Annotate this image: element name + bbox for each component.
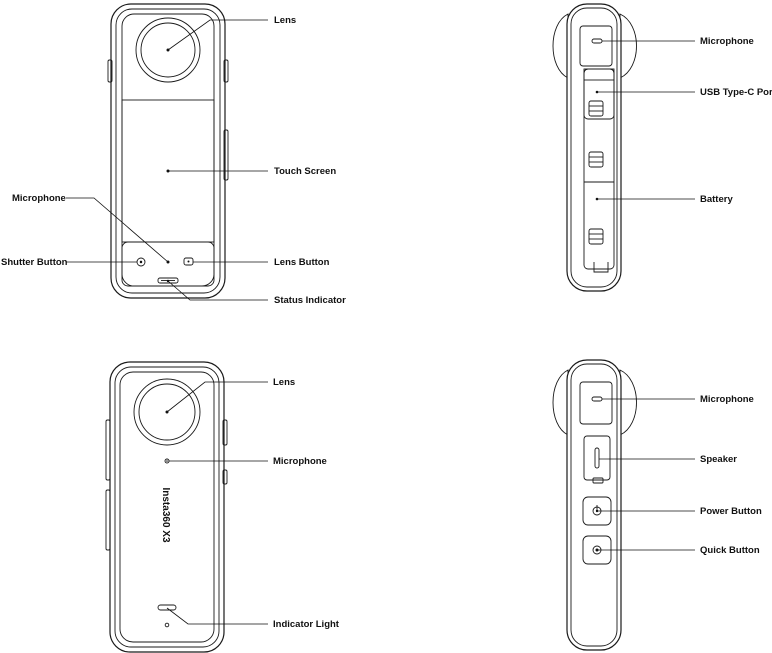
front-label-shutter-button: Shutter Button <box>1 257 68 268</box>
left-side-speaker <box>594 447 600 469</box>
front-label-lens: Lens <box>274 15 296 26</box>
front-label-touch-screen: Touch Screen <box>274 166 336 177</box>
back-view: Insta360 X3 Lens Microphone Indicator Li… <box>105 361 340 653</box>
back-brand-text: Insta360 X3 <box>160 487 171 542</box>
front-view: Lens Touch Screen Microphone Shutter But… <box>1 3 346 306</box>
front-lens-glass <box>140 22 196 78</box>
back-label-lens: Lens <box>273 377 295 388</box>
right-side-battery-latch-bottom[interactable] <box>588 228 604 245</box>
left-side-microphone <box>591 396 603 402</box>
left-side-label-microphone: Microphone <box>700 394 754 405</box>
back-label-microphone: Microphone <box>273 456 327 467</box>
right-side-microphone <box>591 38 603 44</box>
front-lens-ring <box>135 17 201 83</box>
right-side-lens-bulge-left <box>552 13 569 79</box>
back-lens-glass <box>138 383 196 441</box>
left-side-view: Microphone Speaker Power Button Quick Bu… <box>552 359 762 651</box>
right-side-label-battery: Battery <box>700 194 733 205</box>
front-label-microphone: Microphone <box>12 193 66 204</box>
right-side-label-microphone: Microphone <box>700 36 754 47</box>
right-side-battery-latch-top[interactable] <box>588 151 604 168</box>
right-side-label-usb-port: USB Type-C Port <box>700 87 772 98</box>
front-label-lens-button: Lens Button <box>274 257 330 268</box>
left-side-lens-bulge-left <box>552 369 569 436</box>
left-side-label-power-button: Power Button <box>700 506 762 517</box>
front-label-status-indicator: Status Indicator <box>274 295 346 306</box>
right-side-view: Microphone USB Type-C Port Battery <box>552 3 772 292</box>
back-label-indicator-light: Indicator Light <box>273 619 340 630</box>
back-lens-ring <box>133 378 201 446</box>
left-side-label-speaker: Speaker <box>700 454 737 465</box>
left-side-label-quick-button: Quick Button <box>700 545 760 556</box>
right-side-lens-bulge-right <box>619 13 637 79</box>
left-side-lens-bulge-right <box>619 369 637 436</box>
front-lens-button[interactable] <box>183 257 194 266</box>
back-indicator-light <box>157 604 177 611</box>
